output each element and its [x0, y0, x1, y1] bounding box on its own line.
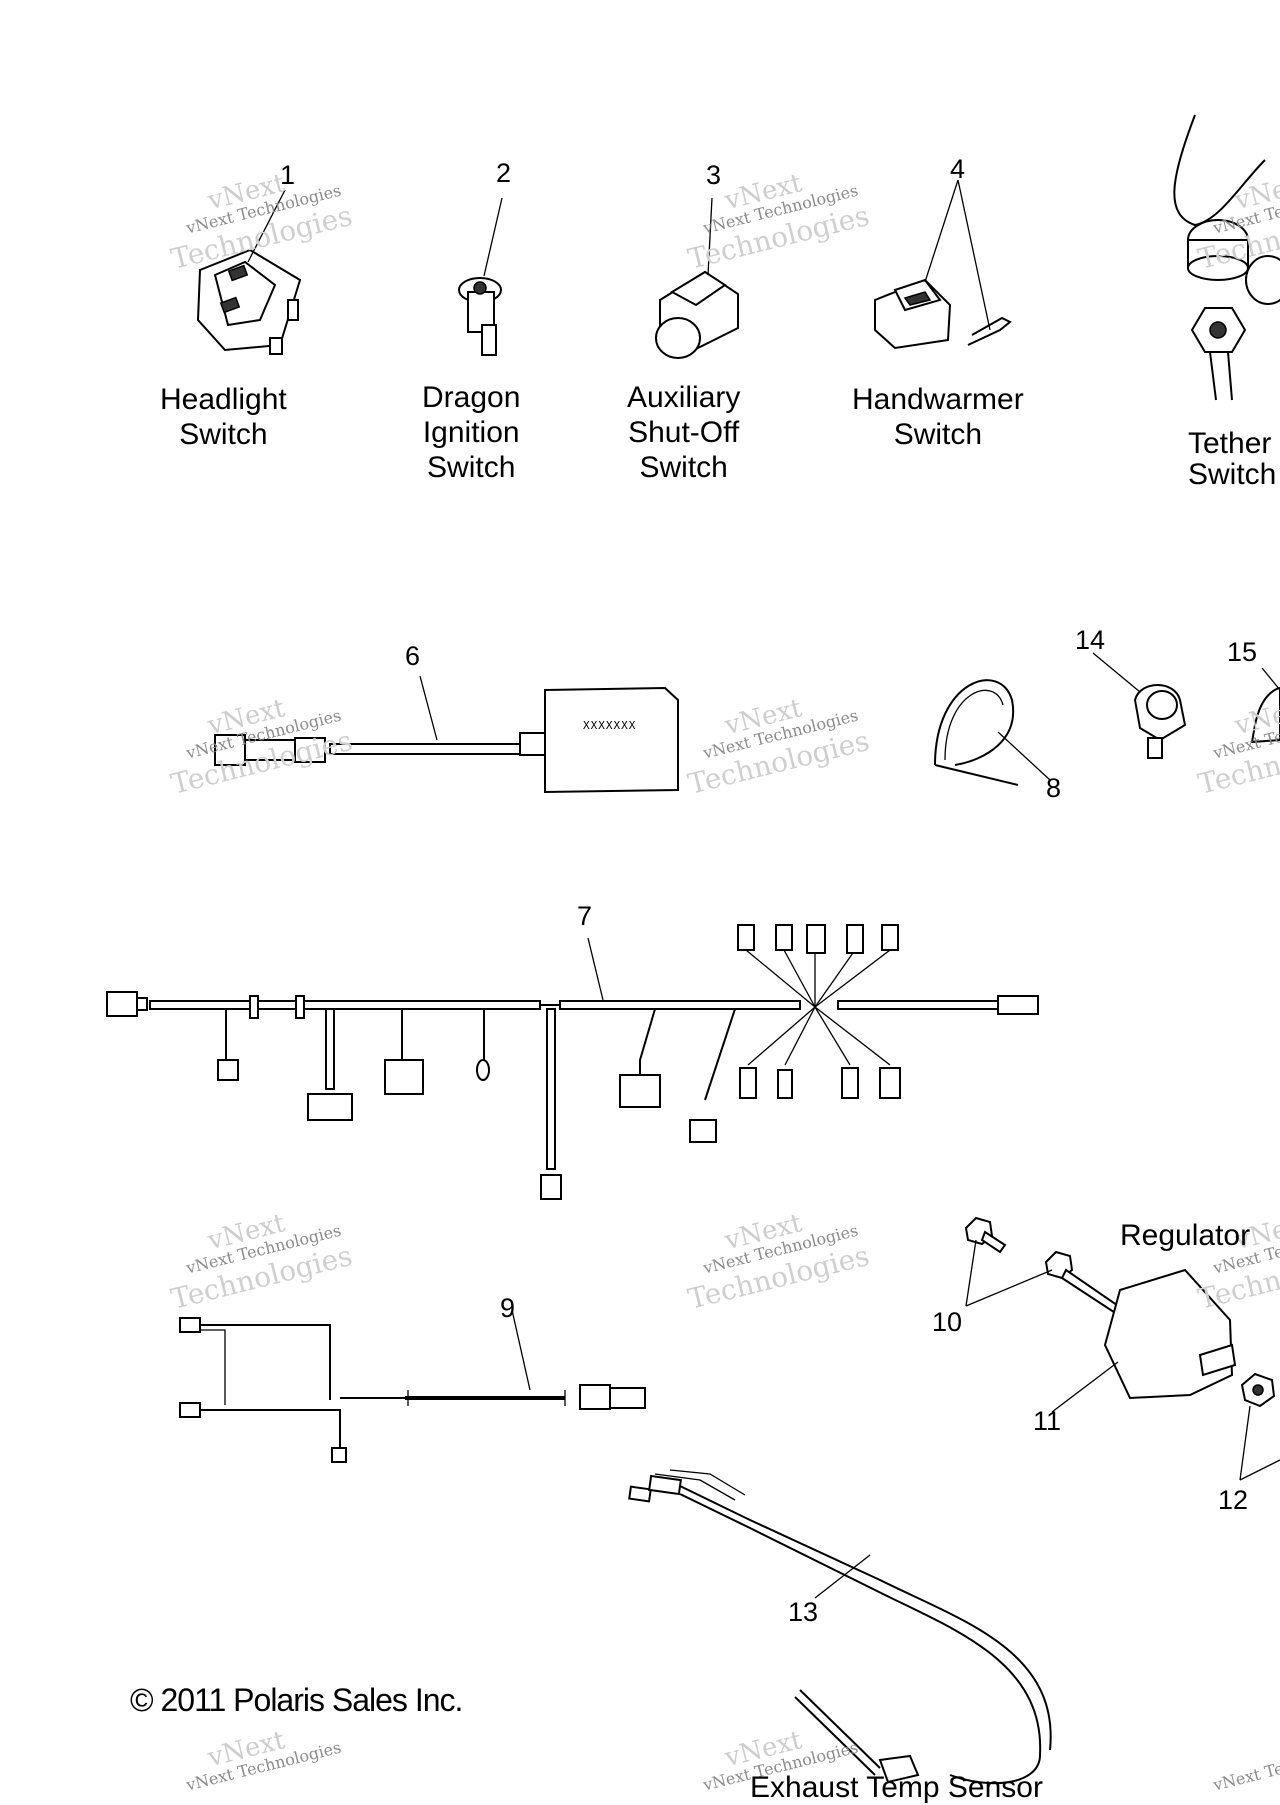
- nuts-drawing: [1239, 1372, 1280, 1481]
- module-harness-drawing: [214, 675, 679, 794]
- callout-13: 13: [788, 1597, 819, 1627]
- headlight-switch-drawing: [196, 189, 302, 355]
- callout-7: 7: [577, 901, 593, 931]
- dragon-ignition-switch-label: Dragon Ignition Switch: [422, 381, 521, 484]
- regulator-drawing: [1051, 1268, 1237, 1413]
- dragon-ignition-switch-drawing: [458, 197, 503, 356]
- sub-harness-drawing: [179, 1309, 646, 1463]
- cable-tie-drawing: [934, 679, 1051, 786]
- exhaust-temp-sensor-label: Exhaust Temp Sensor: [750, 1771, 1043, 1804]
- tether-switch-label: Tether Switch: [1188, 427, 1277, 491]
- callout-15: 15: [1227, 637, 1258, 667]
- headlight-switch-label: Headlight Switch: [160, 383, 287, 451]
- bolts-drawing: [964, 1216, 1132, 1322]
- callout-10: 10: [932, 1307, 963, 1337]
- callout-4: 4: [950, 154, 966, 184]
- callout-6: 6: [405, 641, 421, 671]
- callout-8: 8: [1046, 773, 1062, 803]
- callout-14: 14: [1075, 625, 1106, 655]
- tether-switch-drawing: [1173, 114, 1280, 401]
- exhaust-temp-sensor-drawing: [628, 1469, 1052, 1785]
- auxiliary-shutoff-switch-drawing: [655, 197, 739, 359]
- handwarmer-switch-label: Handwarmer Switch: [852, 383, 1024, 451]
- copyright-notice: © 2011 Polaris Sales Inc.: [130, 1682, 463, 1718]
- main-harness-drawing: [106, 924, 1039, 1200]
- callout-12: 12: [1218, 1485, 1249, 1515]
- clip-15-drawing: [1250, 667, 1280, 744]
- callout-2: 2: [496, 158, 512, 188]
- callout-1: 1: [280, 160, 296, 190]
- clip-14-drawing: [1092, 652, 1187, 759]
- callout-3: 3: [706, 160, 722, 190]
- module-part-number: XXXXXXX: [583, 719, 637, 732]
- callout-9: 9: [500, 1293, 516, 1323]
- regulator-label: Regulator: [1120, 1219, 1251, 1252]
- auxiliary-shutoff-switch-label: Auxiliary Shut-Off Switch: [627, 381, 741, 484]
- handwarmer-switch-drawing: [874, 179, 1012, 350]
- callout-11: 11: [1033, 1406, 1062, 1436]
